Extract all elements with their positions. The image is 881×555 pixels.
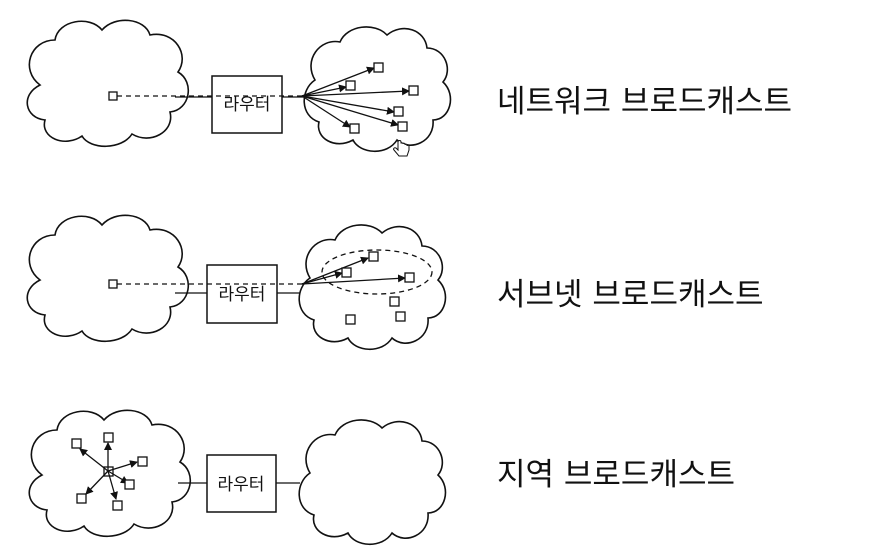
destination-host	[112, 500, 123, 511]
router-label: 라우터	[219, 285, 266, 305]
router-label: 라우터	[218, 475, 265, 495]
destination-host	[71, 438, 82, 449]
destination-network-cloud	[303, 26, 452, 153]
destination-host	[345, 80, 356, 91]
destination-host	[349, 123, 360, 134]
row-network-broadcast: 라우터 네트워크 브로드캐스트	[26, 19, 792, 157]
broadcast-arrow	[79, 448, 109, 472]
broadcast-arrow	[301, 84, 347, 97]
router-box	[206, 454, 277, 513]
broadcast-arrow	[301, 95, 351, 128]
destination-host	[124, 479, 135, 490]
broadcast-arrow	[85, 470, 109, 495]
broadcast-arrow	[301, 95, 395, 115]
destination-host	[393, 106, 404, 117]
router-box	[211, 75, 283, 134]
broadcast-arrow	[107, 460, 138, 472]
row-label-local-broadcast: 지역 브로드캐스트	[497, 457, 735, 493]
router-box	[206, 264, 278, 324]
source-host	[108, 91, 118, 101]
hand-cursor-icon	[393, 140, 410, 157]
row-label-network-broadcast: 네트워크 브로드캐스트	[497, 84, 792, 120]
destination-host	[76, 493, 87, 504]
source-host	[108, 279, 118, 289]
destination-host	[368, 251, 379, 262]
destination-host	[397, 121, 408, 132]
destination-host	[389, 296, 400, 307]
broadcast-arrow	[301, 270, 343, 285]
router-label: 라우터	[224, 95, 271, 115]
destination-host	[341, 267, 352, 278]
destination-host	[137, 456, 148, 467]
destination-network-cloud	[298, 224, 447, 351]
row-label-subnet-broadcast: 서브넷 브로드캐스트	[497, 277, 764, 313]
destination-network-cloud	[298, 419, 447, 546]
row-local-broadcast: 라우터 지역 브로드캐스트	[28, 409, 735, 546]
destination-host	[395, 311, 406, 322]
destination-host	[404, 272, 415, 283]
subnet-boundary	[321, 249, 433, 295]
destination-host	[345, 314, 356, 325]
source-network-cloud	[26, 214, 190, 343]
destination-host	[373, 62, 384, 73]
broadcast-arrow	[301, 87, 410, 97]
source-network-cloud	[26, 19, 190, 148]
broadcast-arrow	[107, 470, 118, 500]
broadcast-arrow	[301, 274, 406, 285]
broadcast-arrow	[301, 66, 375, 97]
destination-host	[408, 85, 419, 96]
destination-host	[103, 432, 114, 443]
row-subnet-broadcast: 라우터 서브넷 브로드캐스트	[26, 214, 764, 351]
broadcast-arrow	[301, 95, 399, 127]
